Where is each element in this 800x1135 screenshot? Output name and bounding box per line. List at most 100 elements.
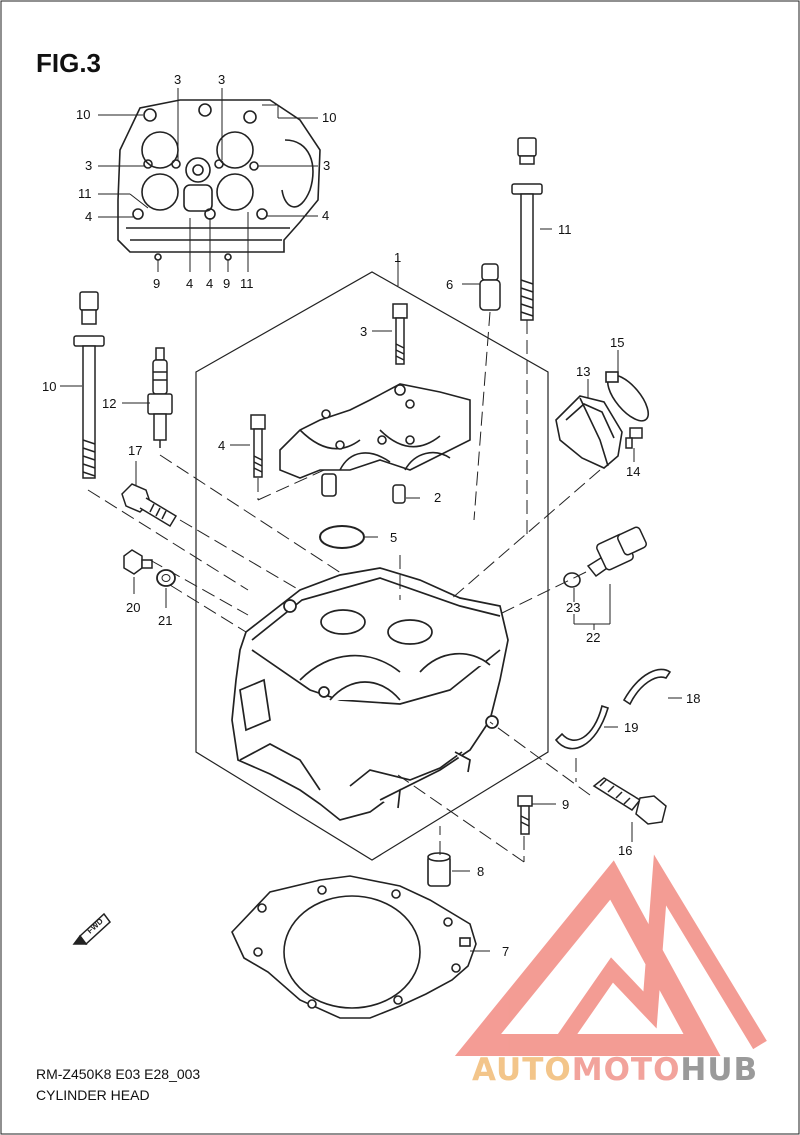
callout-6: 6 — [446, 277, 453, 292]
inset-head-outline — [117, 99, 321, 253]
callout-10: 10 — [42, 379, 56, 394]
cylinder-head-casting — [231, 567, 509, 821]
inset-center-plug-inner — [192, 164, 204, 176]
callout-7: 7 — [502, 944, 509, 959]
callout-inset-4-right: 4 — [322, 208, 329, 223]
callout-16: 16 — [618, 843, 632, 858]
inset-intake-port — [281, 139, 314, 208]
inset-cam-bore-right-top — [216, 131, 254, 169]
callout-19: 19 — [624, 720, 638, 735]
clamp-part-15 — [605, 371, 650, 422]
head-gasket-part-7 — [231, 875, 477, 1019]
o-ring-part-5 — [319, 525, 365, 549]
plug-part-6 — [479, 263, 501, 311]
callout-22: 22 — [586, 630, 600, 645]
callout-labels: 10 10 3 3 3 3 11 4 4 9 4 4 9 11 1 2 3 4 … — [42, 72, 700, 959]
inset-center-plug — [185, 157, 211, 183]
inset-bolt-g — [171, 159, 181, 169]
callout-4: 4 — [218, 438, 225, 453]
callout-12: 12 — [102, 396, 116, 411]
washer-part-21-hole — [161, 574, 171, 582]
callout-inset-9-b: 9 — [223, 276, 230, 291]
inset-bolt-a — [143, 108, 157, 122]
bolt-part-3 — [392, 303, 408, 365]
callout-20: 20 — [126, 600, 140, 615]
assembly-outline — [195, 271, 549, 861]
retainer-part-19 — [554, 704, 609, 750]
inset-bolt-k — [154, 253, 162, 261]
inset-bolt-b — [198, 103, 212, 117]
watermark-word-auto: AUTO — [472, 1052, 572, 1088]
callout-13: 13 — [576, 364, 590, 379]
callout-1: 1 — [394, 250, 401, 265]
stud-bolt-part-11 — [511, 137, 543, 321]
callout-inset-4-a: 4 — [186, 276, 193, 291]
watermark-wordmark: AUTOMOTOHUB — [472, 1052, 758, 1088]
callout-21: 21 — [158, 613, 172, 628]
inset-cam-bore-left-bottom — [141, 173, 179, 211]
callout-17: 17 — [128, 443, 142, 458]
inset-lower-flange — [126, 227, 290, 241]
callout-inset-11-left: 11 — [78, 186, 92, 201]
callout-inset-10-left: 10 — [76, 107, 90, 122]
gasket-part-23 — [563, 572, 581, 588]
dash-lines — [87, 311, 601, 863]
inset-cam-bore-right-bottom — [216, 173, 254, 211]
watermark-word-moto: MOTO — [571, 1052, 681, 1088]
diagram-name: CYLINDER HEAD — [36, 1087, 150, 1103]
retainer-part-18 — [622, 668, 672, 706]
bolt-part-9 — [517, 795, 533, 835]
callout-inset-4-b: 4 — [206, 276, 213, 291]
callout-8: 8 — [477, 864, 484, 879]
bolt-part-17 — [121, 483, 178, 528]
callout-23: 23 — [566, 600, 580, 615]
union-part-20 — [123, 549, 153, 575]
stud-bolt-part-10 — [73, 291, 105, 479]
callout-inset-3-top-right: 3 — [218, 72, 225, 87]
leader-lines — [60, 228, 682, 952]
inset-bolt-l — [224, 253, 232, 261]
inset-bolt-f — [256, 208, 268, 220]
camshaft-holder — [279, 383, 471, 497]
callout-15: 15 — [610, 335, 624, 350]
inset-bolt-c — [243, 110, 257, 124]
inset-leader-lines — [98, 88, 318, 272]
callout-9: 9 — [562, 797, 569, 812]
watermark-logo — [454, 854, 767, 1056]
inset-top-view — [117, 99, 321, 261]
bolt-part-4 — [250, 414, 266, 478]
callout-inset-3-top-left: 3 — [174, 72, 181, 87]
callout-inset-10-right: 10 — [322, 110, 336, 125]
inset-bolt-h — [214, 159, 224, 169]
watermark-word-hub: HUB — [680, 1052, 759, 1088]
dowel-pin-part-2 — [392, 484, 406, 504]
inset-center-web — [183, 184, 213, 212]
callout-14: 14 — [626, 464, 640, 479]
callout-inset-9-a: 9 — [153, 276, 160, 291]
sensor-part-22 — [586, 526, 647, 578]
diagram-code: RM-Z450K8 E03 E28_003 — [36, 1066, 201, 1082]
callout-2: 2 — [434, 490, 441, 505]
inset-bolt-d — [132, 208, 144, 220]
screw-part-14 — [625, 427, 643, 449]
dowel-part-8 — [427, 852, 451, 887]
callout-inset-3-left: 3 — [85, 158, 92, 173]
spark-plug-part-12 — [147, 347, 173, 448]
washer-part-21 — [156, 569, 176, 587]
figure-title: FIG.3 — [36, 48, 102, 78]
fwd-arrow — [72, 912, 112, 946]
intake-pipe-part-13 — [555, 395, 623, 469]
inset-bolt-j — [143, 159, 153, 169]
bolt-part-16 — [592, 777, 667, 825]
callout-11: 11 — [558, 222, 572, 237]
callout-inset-3-right: 3 — [323, 158, 330, 173]
watermark-mountain — [553, 854, 767, 1050]
callout-inset-11-b: 11 — [240, 276, 254, 291]
callout-3: 3 — [360, 324, 367, 339]
callout-inset-4-left: 4 — [85, 209, 92, 224]
callout-5: 5 — [390, 530, 397, 545]
callout-18: 18 — [686, 691, 700, 706]
